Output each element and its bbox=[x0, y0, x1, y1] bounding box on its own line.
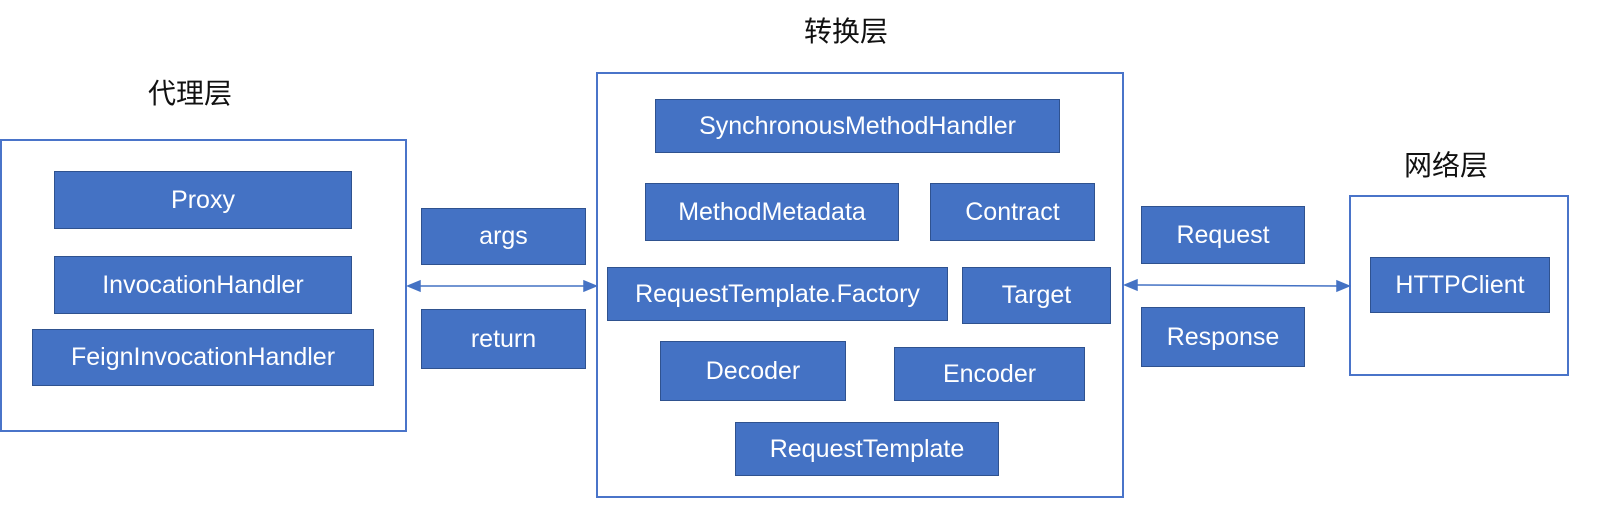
proxy-conversion-arrow bbox=[406, 279, 598, 293]
conversion-network-arrow bbox=[1123, 278, 1351, 293]
args-box: args bbox=[421, 208, 586, 265]
response-box: Response bbox=[1141, 307, 1305, 367]
request-template-box: RequestTemplate bbox=[735, 422, 999, 476]
return-box: return bbox=[421, 309, 586, 369]
http-client-box: HTTPClient bbox=[1370, 257, 1550, 313]
contract-box: Contract bbox=[930, 183, 1095, 241]
request-box: Request bbox=[1141, 206, 1305, 264]
proxy-layer-title: 代理层 bbox=[148, 77, 233, 110]
request-template-factory-box: RequestTemplate.Factory bbox=[607, 267, 948, 321]
conversion-layer-title: 转换层 bbox=[804, 15, 889, 48]
network-layer-title: 网络层 bbox=[1404, 149, 1489, 182]
synchronous-method-handler-box: SynchronousMethodHandler bbox=[655, 99, 1060, 153]
decoder-box: Decoder bbox=[660, 341, 846, 401]
encoder-box: Encoder bbox=[894, 347, 1085, 401]
feign-invocation-handler-box: FeignInvocationHandler bbox=[32, 329, 374, 386]
method-metadata-box: MethodMetadata bbox=[645, 183, 899, 241]
invocation-handler-box: InvocationHandler bbox=[54, 256, 352, 314]
proxy-box: Proxy bbox=[54, 171, 352, 229]
target-box: Target bbox=[962, 267, 1111, 324]
